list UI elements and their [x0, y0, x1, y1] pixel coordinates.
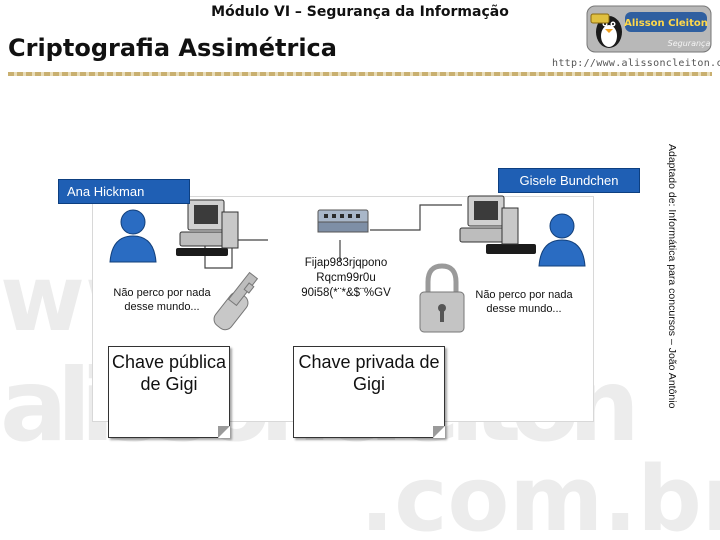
- sender-name-badge: Ana Hickman: [58, 179, 190, 204]
- site-url: http://www.alissoncleiton.com.br: [552, 58, 720, 69]
- source-credit-text: Adaptado de: Informática para concursos …: [666, 144, 678, 409]
- ciphertext: Fijap983rjqpono Rqcm99r0u 90i58(*¨*&$¨%G…: [301, 257, 391, 299]
- page-fold: [433, 426, 445, 438]
- receiver-name-badge: Gisele Bundchen: [498, 168, 640, 193]
- public-key-label: Chave pública de Gigi: [111, 352, 227, 394]
- sender-plaintext: Não perco por nada desse mundo...: [113, 287, 211, 313]
- page-title: Criptografia Assimétrica: [8, 34, 337, 62]
- title-divider: [8, 72, 712, 76]
- logo-name: Alisson Cleiton: [624, 18, 708, 29]
- user-ana-icon: [109, 209, 157, 263]
- receiver-plaintext: Não perco por nada desse mundo...: [475, 289, 573, 315]
- source-credit: Adaptado de: Informática para concursos …: [660, 144, 686, 450]
- computer-icon: [176, 199, 239, 256]
- network-hub-icon: [317, 209, 369, 233]
- private-key-label: Chave privada de Gigi: [298, 352, 440, 394]
- public-key-note: Chave pública de Gigi: [108, 346, 230, 438]
- penguin-icon: [596, 16, 622, 48]
- logo-tagline: Segurança: [668, 39, 711, 48]
- page-fold: [218, 426, 230, 438]
- module-title: Módulo VI – Segurança da Informação: [211, 4, 509, 20]
- link-hub-gisele: [370, 204, 462, 231]
- private-key-note: Chave privada de Gigi: [293, 346, 445, 438]
- link-ana-hub: [204, 239, 268, 269]
- user-gisele-icon: [538, 213, 586, 267]
- public-key-icon: [213, 271, 259, 331]
- padlock-icon: [419, 263, 465, 333]
- computer-icon: [459, 195, 536, 254]
- site-logo: Alisson Cleiton Segurança: [586, 5, 712, 53]
